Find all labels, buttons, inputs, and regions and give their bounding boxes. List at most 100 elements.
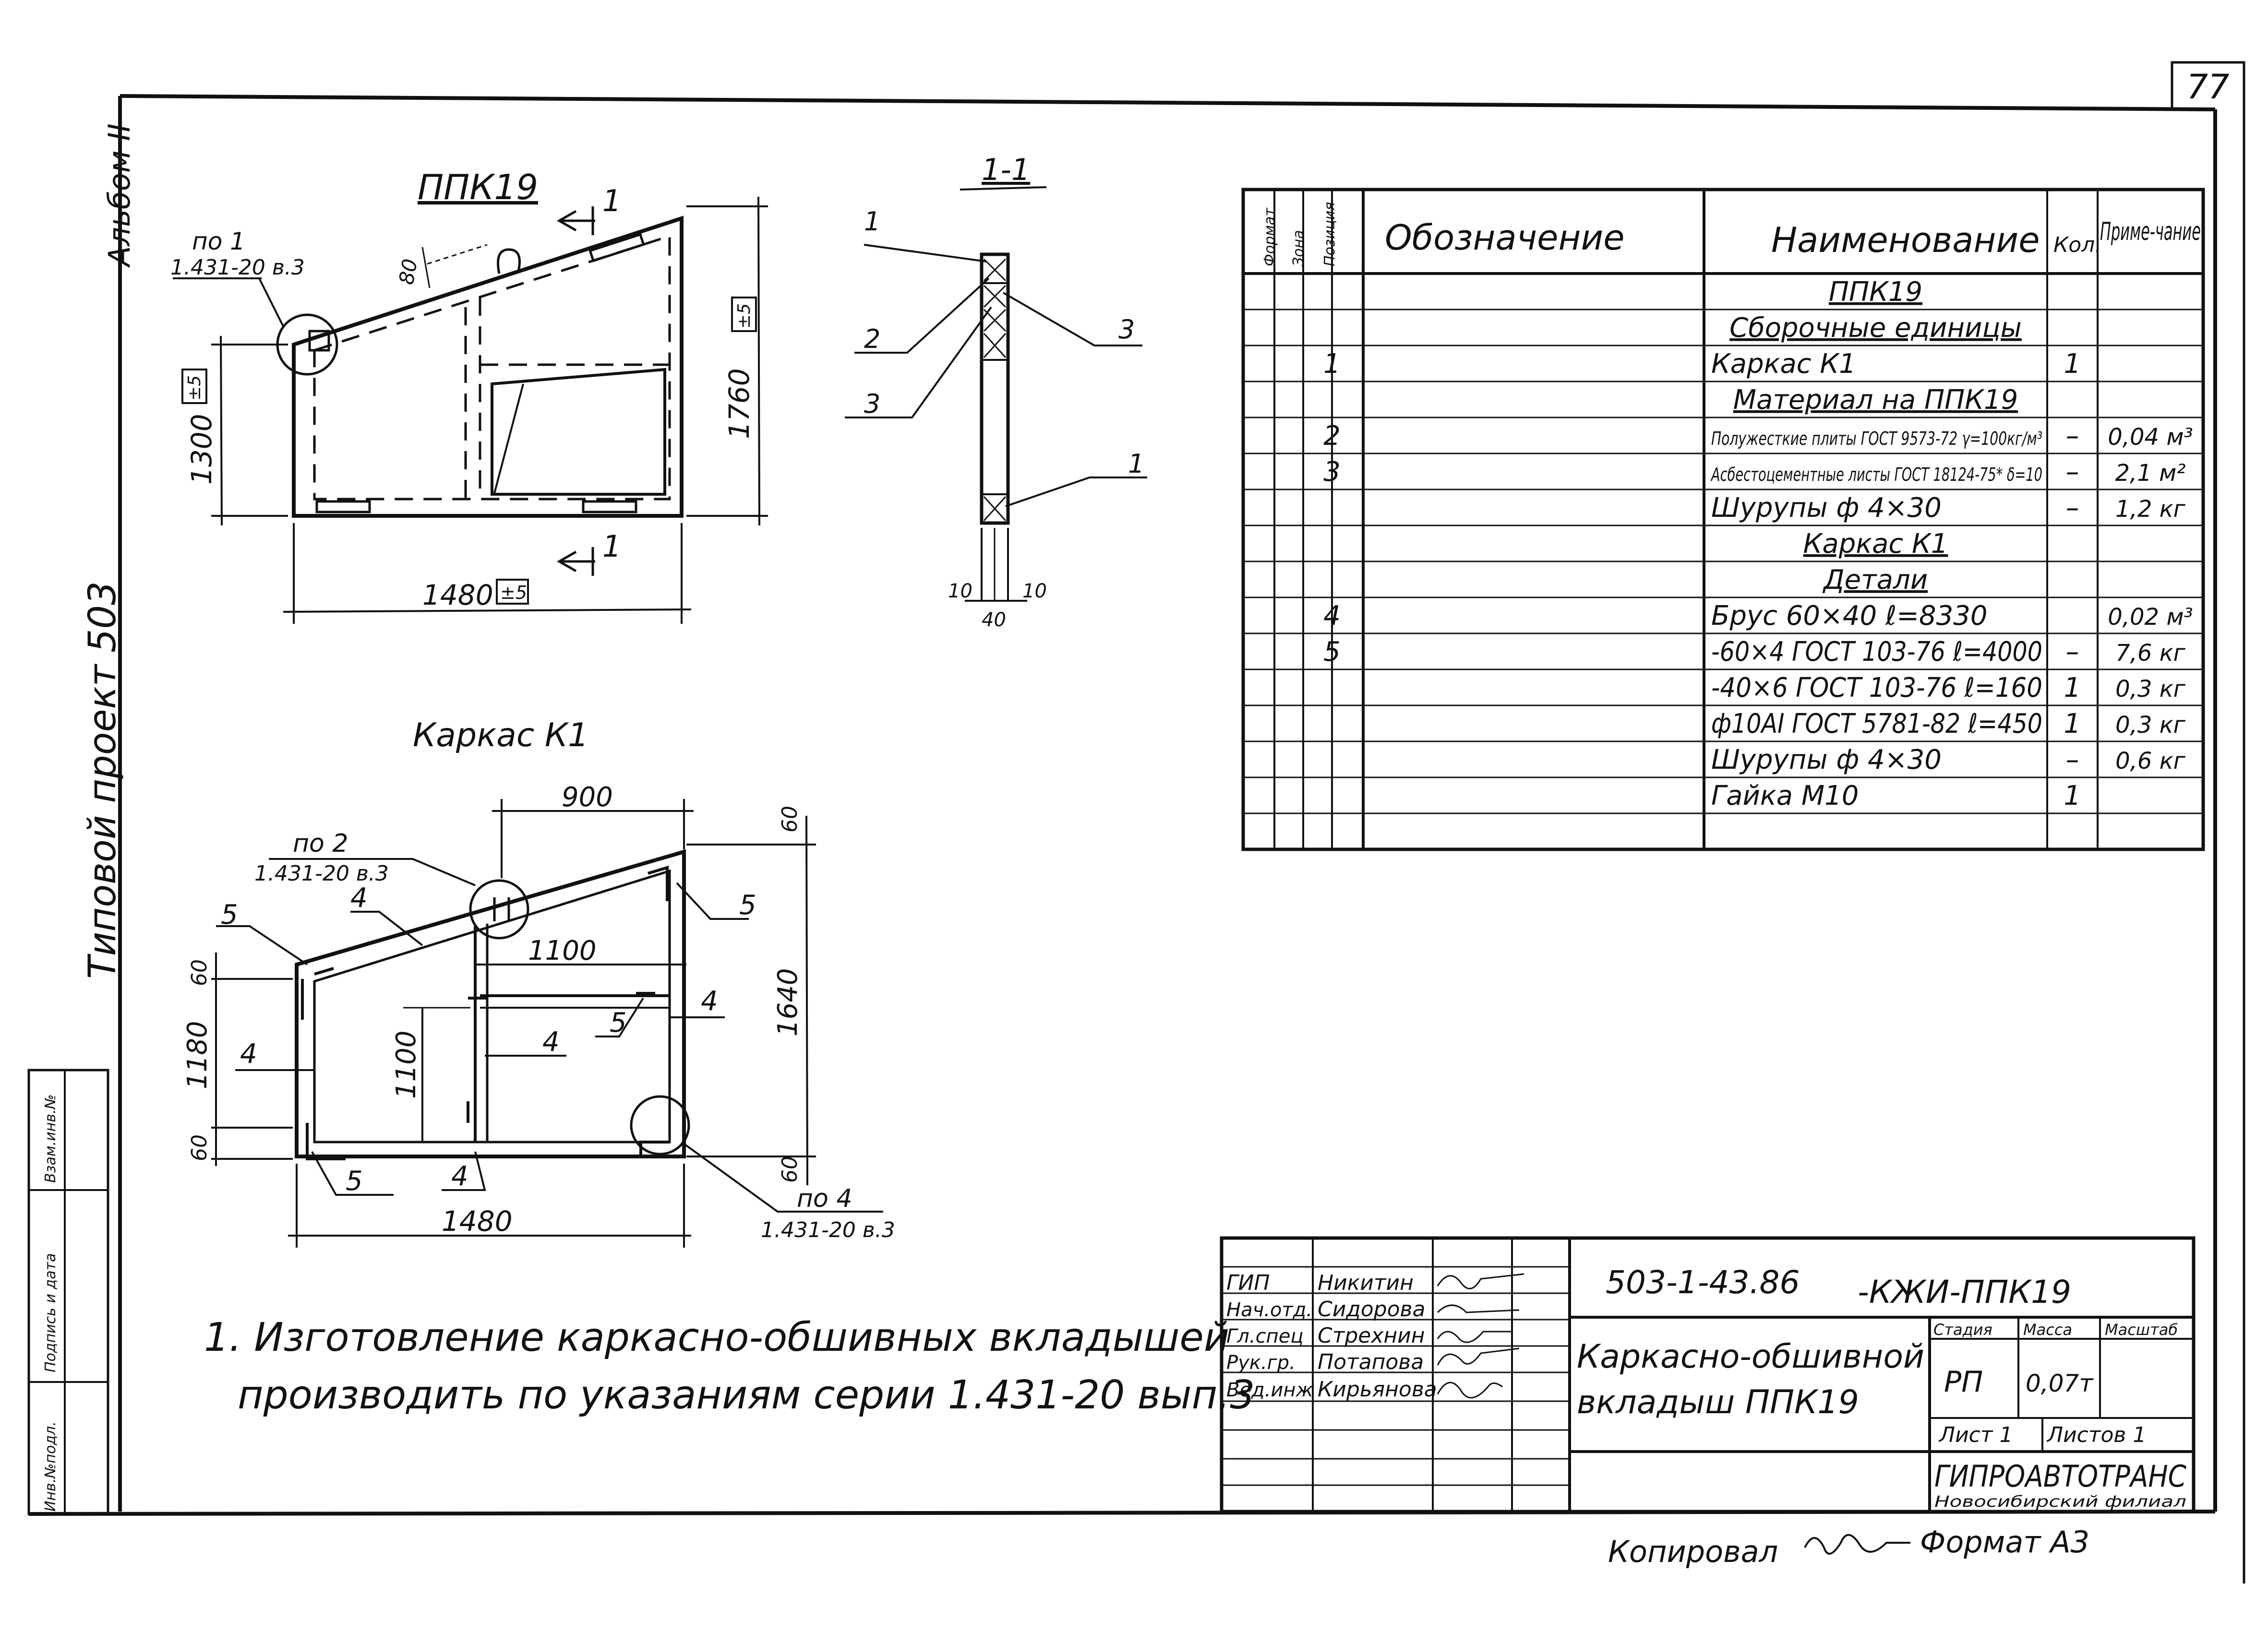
stamp-stage-value: РП [1944,1365,1983,1399]
frame-dim-900: 900 [562,782,613,813]
stamp-mass-value: 0,07т [2026,1370,2094,1397]
spec-row-note: 0,6 кг [2115,748,2186,774]
stamp-sheet-count: Листов 1 [2046,1423,2146,1447]
spec-row-qty: 1 [2064,672,2081,703]
spec-row-note: 0,02 м³ [2108,604,2193,631]
stamp-title-line-1: Каркасно-обшивной [1577,1338,1924,1376]
section-dim-10-right: 10 [1022,580,1047,602]
spec-header-qty: Кол. [2053,233,2101,257]
section-callout-1-top: 1 [864,206,880,237]
frame-callout-5-a: 5 [221,899,238,930]
stamp-stage-header: Стадия [1933,1321,1992,1339]
stamp-signatures [1437,1273,1524,1399]
format-label: Формат А3 [1920,1525,2089,1560]
spec-row-name: Каркас К1 [1803,528,1948,560]
spec-row: Гайка М10 1 [1711,780,2081,811]
section-dim-40: 40 [982,609,1006,631]
spec-row: ф10АI ГОСТ 5781-82 ℓ=450 1 0,3 кг [1711,708,2186,739]
spec-header-format: Формат [1261,207,1278,266]
spec-row: Шурупы ф 4×30 – 0,6 кг [1711,744,2186,775]
copied-by-label: Копировал [1608,1534,1778,1569]
spec-row-position: 4 [1323,600,1341,631]
spec-header-pos: Позиция [1321,202,1338,266]
frame-dim-60-left-bottom: 60 [187,1134,212,1161]
spec-row-name: Асбестоцементные листы ГОСТ 18124-75* δ=… [1710,464,2042,485]
frame-dim-1100-horizontal: 1100 [528,935,597,966]
frame-title: Каркас К1 [413,716,588,754]
spec-row-note: 0,3 кг [2115,676,2186,703]
spec-header-zone: Зона [1290,230,1307,266]
section-title: 1-1 [982,152,1030,187]
spec-row-note: 0,3 кг [2115,712,2186,739]
spec-row: 3 Асбестоцементные листы ГОСТ 18124-75* δ… [1323,456,2185,488]
stamp-name-1: Никитин [1318,1271,1414,1295]
stamp-role-gip: ГИП [1226,1271,1270,1295]
spec-row-name: Сборочные единицы [1729,312,2022,344]
ppk19-dim-width: 1480 [422,579,493,611]
frame-ref4-sheet: 1.431-20 в.3 [761,1218,895,1242]
frame-dim-60-left-top: 60 [187,959,212,986]
title-block: ГИП Нач.отд. Гл.спец Рук.гр. Вед.инж Ник… [1220,1236,2196,1513]
copier-signature [1804,1534,1910,1555]
stamp-role-group-lead: Рук.гр. [1226,1352,1296,1374]
spec-row-name: Брус 60×40 ℓ=8330 [1711,600,1988,631]
frame-callout-4-e: 4 [451,1161,468,1192]
ppk19-elevation: ППК19 по 1 1.431-20 в.3 80 1 [170,167,768,624]
stamp-role-chief-spec: Гл.спец [1226,1325,1304,1347]
spec-table: Формат Зона Позиция Обозначение Наименов… [1241,188,2205,851]
sheet-frame [27,61,2245,1584]
spec-row-qty: – [2066,744,2079,775]
frame-dim-60-right-bottom: 60 [778,1156,802,1183]
spec-row-qty: 1 [2064,780,2081,811]
spec-row-name: Каркас К1 [1711,348,1856,380]
note-line-1: 1. Изготовление каркасно-обшивных вклады… [204,1315,1229,1360]
ppk19-dim-80: 80 [395,257,422,286]
section-callout-1-bottom: 1 [1128,449,1144,479]
spec-row-qty: – [2066,492,2079,524]
stamp-role-lead-eng: Вед.инж [1226,1379,1313,1401]
ppk19-title: ППК19 [418,167,538,207]
spec-header-designation: Обозначение [1385,217,1625,258]
stamp-organization-branch: Новосибирский филиал [1934,1492,2186,1511]
frame-callout-5-c: 5 [610,1007,627,1038]
strip-replace-label: Взам.инв.№ [42,1094,59,1183]
spec-header-name: Наименование [1771,220,2040,260]
frame-dim-60-right-top: 60 [778,806,802,833]
stamp-mass-header: Масса [2023,1321,2072,1339]
spec-row: ППК19 [1829,276,1922,308]
spec-row-name: Полужесткие плиты ГОСТ 9573-72 γ=100кг/м… [1711,428,2042,449]
ppk19-right-tol: ±5 [734,303,754,329]
spec-row-qty: – [2066,456,2079,488]
frame-callout-5-b: 5 [739,890,756,921]
spec-row-note: 2,1 м² [2115,460,2185,487]
spec-row-position: 3 [1323,456,1341,488]
frame-callout-4-b: 4 [701,986,718,1017]
spec-row-name: -60×4 ГОСТ 103-76 ℓ=4000 [1711,636,2042,667]
frame-dim-1100-vertical: 1100 [391,1030,422,1099]
ppk19-dim-height-right: 1760 [723,368,756,439]
spec-row-name: Гайка М10 [1711,780,1859,811]
page-number: 77 [2186,67,2229,107]
spec-row-name: Шурупы ф 4×30 [1711,492,1942,524]
stamp-name-2: Сидорова [1318,1297,1425,1322]
spec-row-name: Детали [1822,564,1928,596]
spec-header-note: Приме-чание [2100,217,2201,246]
ppk19-width-tol: ±5 [500,582,527,603]
spec-row: 5-60×4 ГОСТ 103-76 ℓ=4000–7,6 кг [1323,636,2186,667]
spec-row-qty: 1 [2064,708,2081,739]
section-1-1: 1-1 10 10 40 1 2 3 3 1 [845,152,1147,631]
frame-ref2-label: по 2 [293,829,348,858]
strip-sign-label: Подпись и дата [42,1253,59,1373]
ppk19-dim-height-left: 1300 [185,414,218,485]
spec-row-qty: 1 [2064,348,2081,380]
section-dim-10-left: 10 [948,580,972,602]
stamp-sheet-number: Лист 1 [1938,1423,2013,1447]
spec-row-name: ф10АI ГОСТ 5781-82 ℓ=450 [1711,708,2042,739]
spec-row: Детали [1822,564,1928,596]
frame-ref4-label: по 4 [797,1184,852,1213]
strip-inv-label: Инв.№подл. [42,1421,59,1512]
note-line-2: производить по указаниям серии 1.431-20 … [238,1372,1255,1418]
stamp-role-dept-head: Нач.отд. [1226,1299,1312,1321]
spec-row-name: Шурупы ф 4×30 [1711,744,1942,775]
